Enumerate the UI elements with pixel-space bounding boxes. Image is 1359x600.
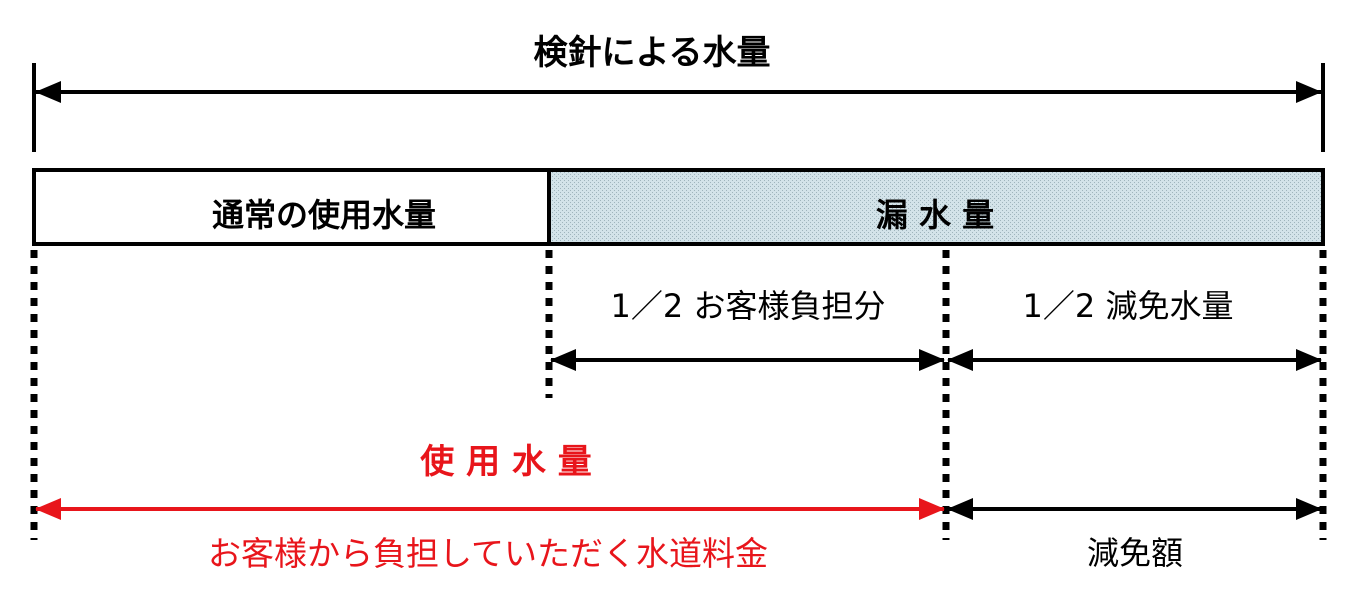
normal-usage-label: 通常の使用水量 [211, 196, 437, 234]
total-label: 検針による水量 [533, 33, 771, 73]
reduction-half-label: 1／2 減免水量 [1022, 287, 1234, 325]
reduction-amount-label: 減免額 [1086, 534, 1184, 572]
normal-usage-box [32, 168, 551, 246]
leak-label: 漏 水 量 [875, 196, 995, 234]
leak-box [547, 168, 1325, 246]
customer-charge-label: お客様から負担していただく水道料金 [207, 534, 769, 573]
customer-half-label: 1／2 お客様負担分 [610, 287, 886, 325]
usage-label: 使 用 水 量 [420, 442, 592, 482]
